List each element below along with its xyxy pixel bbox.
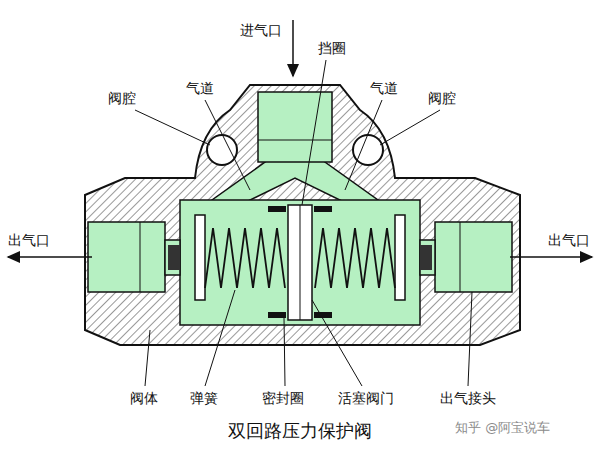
piston-valve-label: 活塞阀门: [338, 390, 394, 406]
spring-label: 弹簧: [190, 390, 218, 406]
figure-caption: 双回路压力保护阀: [228, 420, 372, 442]
retaining-ring-label: 挡圈: [318, 40, 346, 56]
outlet-label: 出气口: [548, 232, 590, 248]
watermark: 知乎 @阿宝说车: [455, 420, 550, 436]
seal-ring-label: 密封圈: [262, 390, 304, 406]
valve-chamber-label: 阀腔: [428, 90, 456, 106]
valve-body-label: 阀体: [130, 390, 158, 406]
valve-chamber-label: 阀腔: [108, 90, 136, 106]
outlet-fitting-label: 出气接头: [440, 390, 496, 406]
air-passage-label: 气道: [186, 80, 214, 96]
air-passage-label: 气道: [370, 80, 398, 96]
outlet-label: 出气口: [8, 232, 50, 248]
inlet-label: 进气口: [240, 22, 282, 38]
